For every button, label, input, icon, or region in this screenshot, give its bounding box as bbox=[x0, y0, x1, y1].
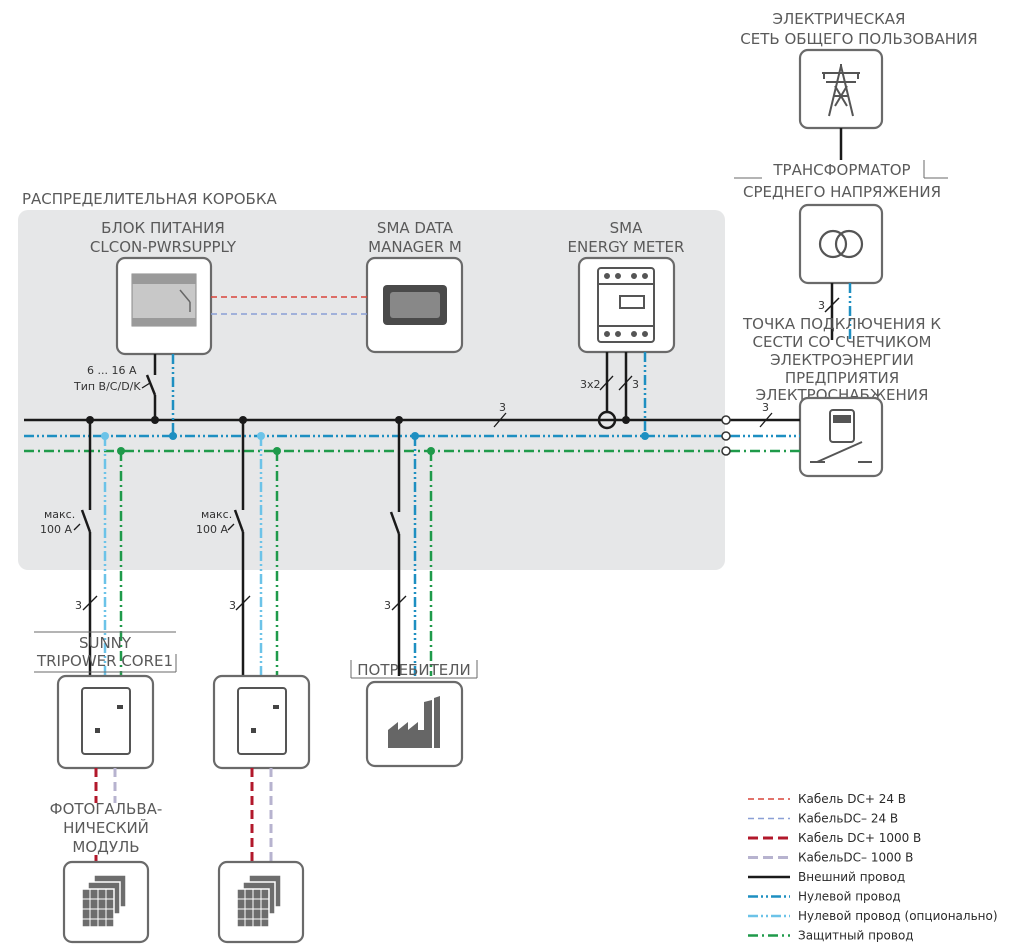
transformer-label-line1: ТРАНСФОРМАТОР bbox=[772, 161, 910, 179]
pv-label-line3: МОДУЛЬ bbox=[72, 838, 139, 856]
grid-label-line2: СЕТЬ ОБЩЕГО ПОЛЬЗОВАНИЯ bbox=[740, 30, 977, 48]
inv1-breaker-max: макс. bbox=[44, 508, 75, 521]
legend: Кабель DC+ 24 В КабельDC– 24 В Кабель DC+ … bbox=[748, 792, 998, 943]
legend-label: Нулевой провод bbox=[798, 890, 901, 904]
legend-label: Кабель DC+ 1000 В bbox=[798, 831, 921, 845]
grid-label-line1: ЭЛЕКТРИЧЕСКАЯ bbox=[773, 10, 906, 28]
legend-label: Внешний провод bbox=[798, 870, 905, 884]
psu-breaker-type: Тип B/C/D/K bbox=[73, 380, 141, 393]
em-ct-count: 3x2 bbox=[580, 378, 601, 391]
legend-label: КабельDC– 1000 В bbox=[798, 851, 913, 865]
inverter-icon bbox=[81, 687, 131, 755]
pv-label-line1: ФОТОГАЛЬВА- bbox=[50, 800, 163, 818]
pv-module-icon bbox=[81, 874, 127, 928]
consumers-box bbox=[365, 680, 464, 768]
inv1-phase-count: 3 bbox=[75, 599, 82, 612]
data-manager-label-line1: SMA DATA bbox=[377, 219, 454, 237]
inverter-icon bbox=[237, 687, 287, 755]
inv1-breaker-value: 100 A bbox=[40, 523, 72, 536]
legend-label: Кабель DC+ 24 В bbox=[798, 792, 906, 806]
poc-label-line3: ЭЛЕКТРОЭНЕРГИИ bbox=[770, 351, 914, 369]
poc-label-line5: ЭЛЕКТРОСНАБЖЕНИЯ bbox=[756, 386, 929, 404]
grid-box bbox=[798, 48, 884, 130]
factory-icon bbox=[388, 696, 440, 748]
energy-meter-icon bbox=[597, 267, 655, 343]
inverter-label-line1: SUNNY bbox=[79, 634, 132, 652]
transformer-label-line2: СРЕДНЕГО НАПРЯЖЕНИЯ bbox=[743, 183, 941, 201]
consumers-label: ПОТРЕБИТЕЛИ bbox=[357, 661, 470, 679]
psu-breaker-rating: 6 ... 16 A bbox=[87, 364, 137, 377]
inv2-phase-count: 3 bbox=[229, 599, 236, 612]
utility-meter-icon bbox=[810, 409, 872, 463]
pv-label-line2: НИЧЕСКИЙ bbox=[63, 818, 149, 837]
legend-label: КабельDC– 24 В bbox=[798, 812, 898, 826]
pv-module-icon bbox=[236, 874, 282, 928]
psu-label-line1: БЛОК ПИТАНИЯ bbox=[101, 219, 225, 237]
inv2-breaker-max: макс. bbox=[201, 508, 232, 521]
em-phase-count: 3 bbox=[632, 378, 639, 391]
inv2-breaker-value: 100 A bbox=[196, 523, 228, 536]
psu-label-line2: CLCON-PWRSUPPLY bbox=[90, 238, 237, 256]
poc-phase-count: 3 bbox=[762, 401, 769, 414]
data-manager-label-line2: MANAGER M bbox=[368, 238, 462, 256]
transformer-icon bbox=[818, 229, 864, 259]
distribution-box-label: РАСПРЕДЕЛИТЕЛЬНАЯ КОРОБКА bbox=[22, 190, 277, 208]
energy-meter-box bbox=[577, 256, 676, 354]
poc-label-line4: ПРЕДПРИЯТИЯ bbox=[785, 369, 899, 387]
data-manager-icon bbox=[383, 285, 447, 325]
poc-label-line2: СЕСТИ СО СЧЕТЧИКОМ bbox=[753, 333, 932, 351]
legend-label: Защитный провод bbox=[798, 929, 914, 943]
energy-meter-label-line1: SMA bbox=[610, 219, 643, 237]
legend-label: Нулевой провод (опционально) bbox=[798, 909, 998, 923]
bus-phase-count: 3 bbox=[499, 401, 506, 414]
trafo-phase-count: 3 bbox=[818, 299, 825, 312]
transmission-tower-icon bbox=[822, 64, 860, 117]
consumers-phase-count: 3 bbox=[384, 599, 391, 612]
transformer-box bbox=[798, 203, 884, 285]
power-supply-icon bbox=[131, 273, 197, 327]
poc-label-line1: ТОЧКА ПОДКЛЮЧЕНИЯ К bbox=[742, 315, 941, 333]
energy-meter-label-line2: ENERGY METER bbox=[568, 238, 685, 256]
inverter-label-line2: TRIPOWER CORE1 bbox=[36, 652, 173, 670]
